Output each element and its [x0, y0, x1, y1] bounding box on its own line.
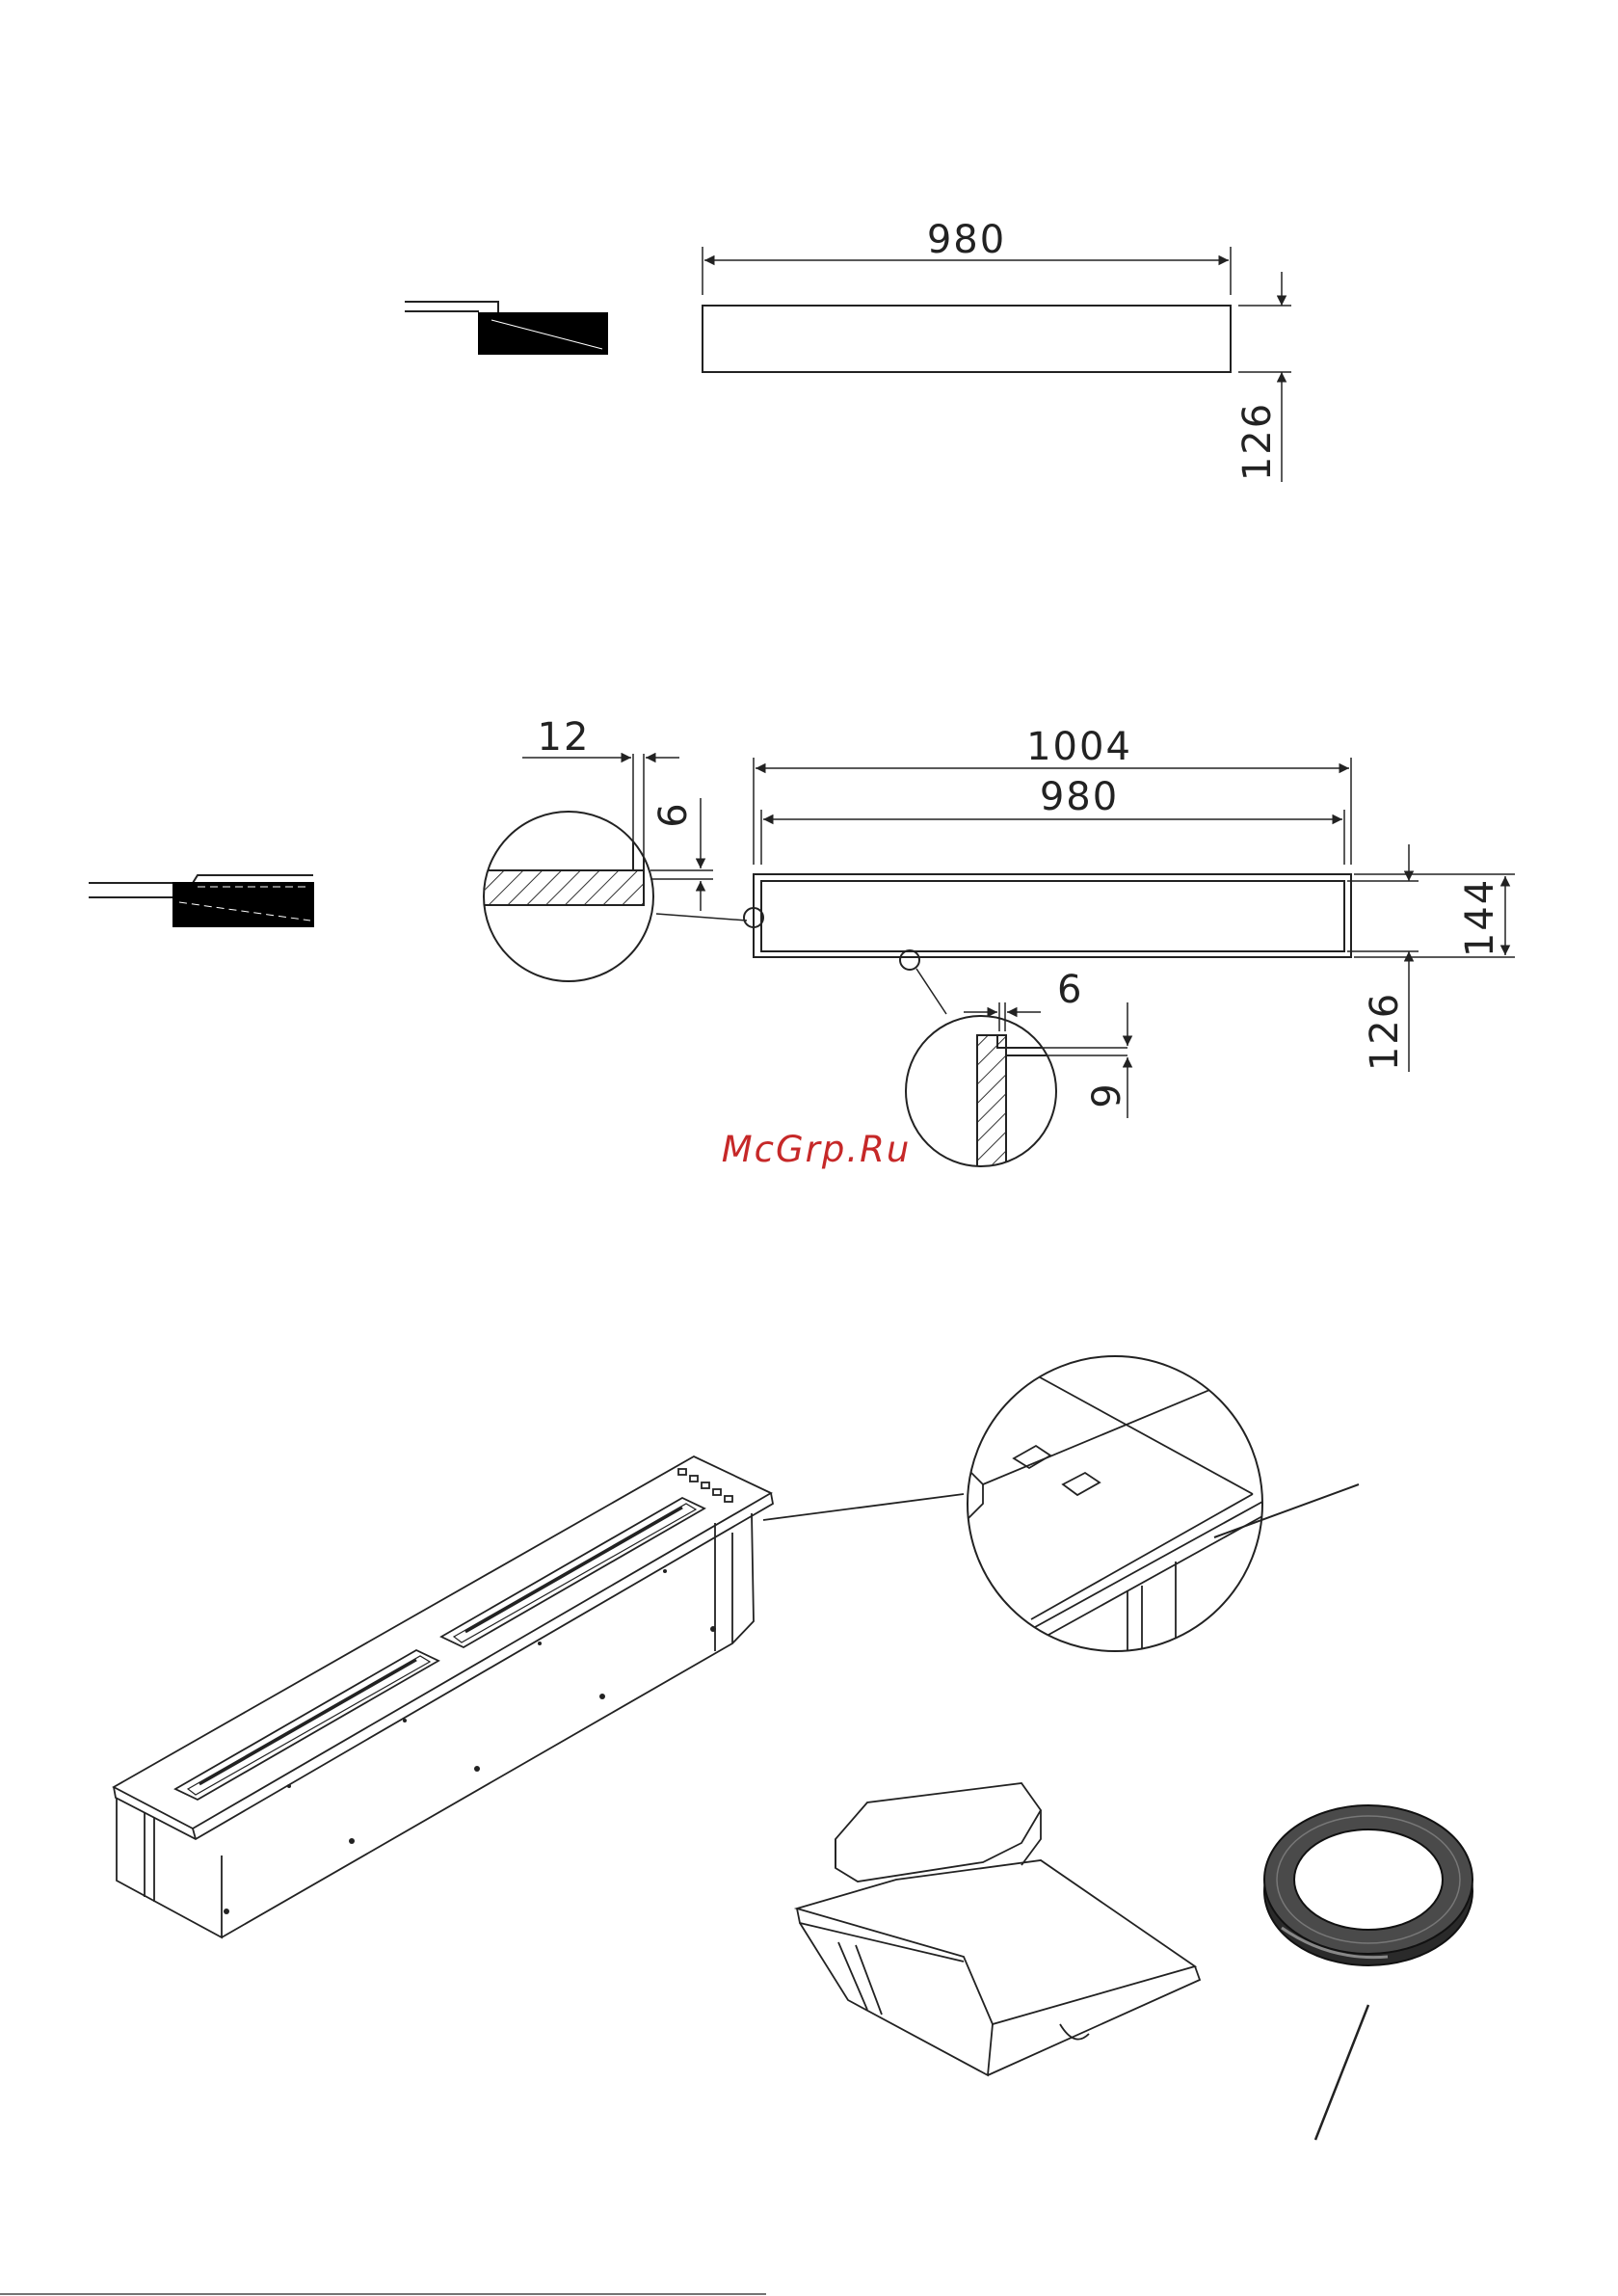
detail-a-height-label: 6	[651, 801, 696, 827]
frame-outline-1	[703, 306, 1231, 372]
side-profile-1	[405, 302, 607, 354]
drawing-2-outer-height-label: 144	[1458, 878, 1502, 957]
edge-zoom-detail	[964, 1356, 1359, 1658]
firebox-isometric	[114, 1456, 773, 1937]
zoom-leader-line	[763, 1494, 964, 1520]
frame-outline-2	[754, 874, 1351, 957]
detail-b-width-label: 6	[1057, 968, 1083, 1012]
drawing-2-inner-width-label: 980	[1040, 775, 1119, 819]
drawing-2	[89, 752, 1515, 1170]
side-profile-2	[89, 875, 313, 926]
roll-pointer-line	[1315, 2005, 1368, 2140]
detail-b-height-label: 9	[1085, 1081, 1129, 1108]
drawing-1-height-label: 126	[1235, 402, 1280, 481]
drawing-2-outer-width-label: 1004	[1026, 725, 1132, 769]
hood-adapter	[797, 1783, 1200, 2075]
drawing-1	[405, 247, 1291, 482]
detail-a-width-label: 12	[538, 715, 591, 760]
seal-pointer-line	[1214, 1484, 1359, 1537]
watermark-text: McGrp.Ru	[722, 1129, 912, 1170]
detail-a-magnifier	[482, 752, 763, 981]
seal-tape-roll	[1264, 1805, 1472, 2140]
detail-b-magnifier	[900, 950, 1127, 1170]
drawing-2-inner-height-label: 126	[1363, 992, 1407, 1071]
drawing-1-width-label: 980	[927, 218, 1006, 262]
